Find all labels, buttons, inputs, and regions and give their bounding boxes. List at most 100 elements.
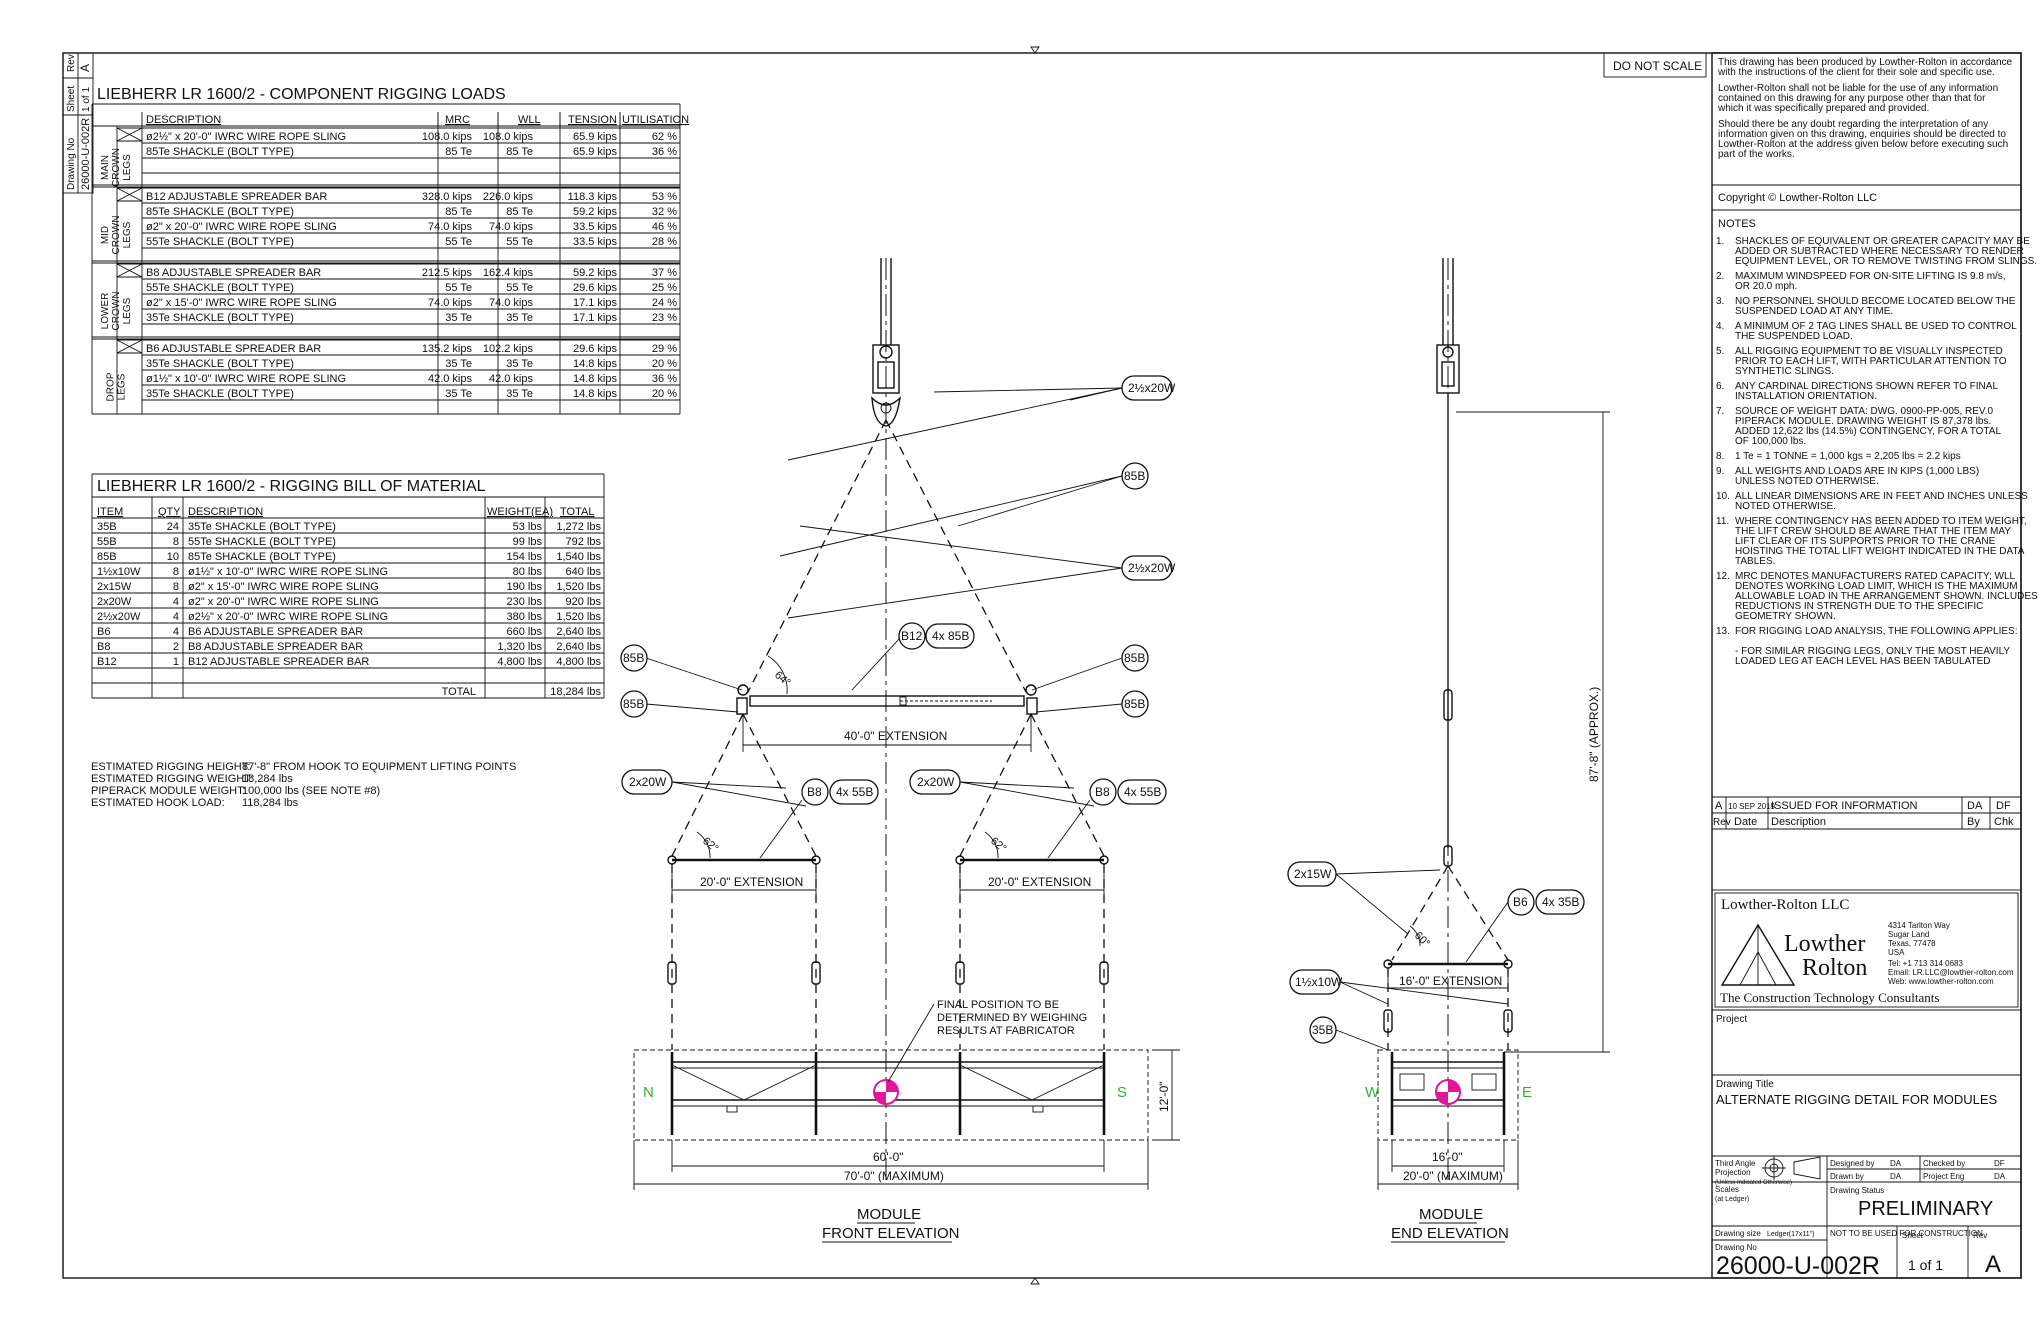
drawn-by-label: Drawn by: [1830, 1172, 1864, 1181]
bom-table-header: QTY: [158, 506, 181, 518]
component-row-value: 162.4 kips: [483, 267, 534, 279]
rev-header-rev: Rev: [1713, 817, 1731, 828]
note-line: REDUCTIONS IN STRENGTH DUE TO THE SPECIF…: [1735, 601, 1983, 612]
bom-description: ø2½" x 20'-0" IWRC WIRE ROPE SLING: [188, 611, 388, 623]
component-row-value: 20 %: [652, 358, 677, 370]
note-line: FOR RIGGING LOAD ANALYSIS, THE FOLLOWING…: [1735, 626, 2017, 637]
component-row-description: B12 ADJUSTABLE SPREADER BAR: [146, 191, 327, 203]
component-row-description: ø2½" x 20'-0" IWRC WIRE ROPE SLING: [146, 131, 346, 143]
note-line: ANY CARDINAL DIRECTIONS SHOWN REFER TO F…: [1735, 381, 1998, 392]
checked-by-value: DF: [1994, 1159, 2005, 1168]
component-row-value: 108.0 kips: [422, 131, 473, 143]
note-line: SOURCE OF WEIGHT DATA: DWG. 0900-PP-005,…: [1735, 406, 1993, 417]
component-row-value: 55 Te: [445, 236, 472, 248]
bom-description: B12 ADJUSTABLE SPREADER BAR: [188, 656, 369, 668]
note-line: OF 100,000 lbs.: [1735, 436, 1806, 447]
rev-label: Rev: [1973, 1231, 1987, 1240]
component-row-value: 55 Te: [506, 282, 533, 294]
note-line: ADDED 12,622 lbs (14.5%) CONTINGENCY, FO…: [1735, 426, 2001, 437]
estimate-height-label: ESTIMATED RIGGING HEIGHT:: [91, 761, 250, 773]
note-line: ALLOWABLE LOAD IN THE ARRANGEMENT SHOWN.…: [1735, 591, 2038, 602]
front-final-note-2: DETERMINED BY WEIGHING: [937, 1012, 1087, 1024]
project-eng-label: Project Eng: [1923, 1172, 1964, 1181]
front-ext-40: 40'-0" EXTENSION: [844, 729, 947, 743]
front-dim-70: 70'-0" (MAXIMUM): [844, 1169, 944, 1183]
note-number: 13.: [1716, 626, 1730, 637]
tag-85b-left-upper: 85B: [623, 651, 644, 665]
do-not-scale-label: DO NOT SCALE: [1613, 59, 1702, 73]
note-line: ALL WEIGHTS AND LOADS ARE IN KIPS (1,000…: [1735, 466, 1979, 477]
scales-label: Scales: [1715, 1185, 1739, 1194]
end-dim-20: 20'-0" (MAXIMUM): [1403, 1169, 1503, 1183]
bom-qty: 4: [173, 611, 179, 623]
bom-total: 2,640 lbs: [556, 626, 601, 638]
note-line: NOTED OTHERWISE.: [1735, 501, 1836, 512]
margin-sheet-label: Sheet: [66, 86, 77, 112]
component-row-description: 85Te SHACKLE (BOLT TYPE): [146, 146, 294, 158]
disclaimer-line: which it was specifically prepared and p…: [1717, 103, 1929, 114]
component-row-value: 32 %: [652, 206, 677, 218]
component-row-value: 118.3 kips: [568, 191, 618, 203]
bom-item: 55B: [97, 536, 117, 548]
component-row-value: 24 %: [652, 297, 677, 309]
note-number: 6.: [1716, 381, 1724, 392]
bom-total: 1,520 lbs: [556, 581, 601, 593]
note-number: 9.: [1716, 466, 1724, 477]
rev-row-description: ISSUED FOR INFORMATION: [1771, 800, 1918, 812]
component-row-value: 65.9 kips: [573, 146, 618, 158]
component-row-value: 74.0 kips: [489, 297, 534, 309]
revision-table: A 10 SEP 2019 ISSUED FOR INFORMATION DA …: [1712, 796, 2021, 830]
component-row-value: 28 %: [652, 236, 677, 248]
company-address-3: Texas, 77478: [1888, 939, 1936, 948]
component-row-description: 55Te SHACKLE (BOLT TYPE): [146, 236, 294, 248]
bom-total: 792 lbs: [566, 536, 602, 548]
estimate-height-value: 87'-8" FROM HOOK TO EQUIPMENT LIFTING PO…: [242, 761, 516, 773]
designed-by-value: DA: [1890, 1159, 1902, 1168]
bom-description: ø2" x 20'-0" IWRC WIRE ROPE SLING: [188, 596, 379, 608]
note-line: UNLESS NOTED OTHERWISE.: [1735, 476, 1879, 487]
rev-header-chk: Chk: [1994, 816, 2014, 828]
front-north-label: N: [643, 1084, 654, 1101]
component-row-value: 36 %: [652, 146, 677, 158]
component-row-value: 212.5 kips: [422, 267, 473, 279]
disclaimer-line: This drawing has been produced by Lowthe…: [1718, 57, 2013, 68]
tag-85b-right-lower: 85B: [1124, 697, 1145, 711]
checked-by-label: Checked by: [1923, 1159, 1965, 1168]
component-row-value: 65.9 kips: [573, 131, 618, 143]
component-table-header: DESCRIPTION: [146, 114, 221, 126]
component-row-description: B6 ADJUSTABLE SPREADER BAR: [146, 343, 321, 355]
bom-item: 1½x10W: [97, 566, 141, 578]
bom-item: 35B: [97, 521, 117, 533]
tag-25x20w-upper: 2½x20W: [1128, 381, 1176, 395]
rigging-estimates: ESTIMATED RIGGING HEIGHT: 87'-8" FROM HO…: [91, 761, 516, 809]
component-row-value: 42.0 kips: [428, 373, 473, 385]
rev-header-by: By: [1967, 816, 1980, 828]
bom-weight: 660 lbs: [507, 626, 543, 638]
bom-qty: 2: [173, 641, 179, 653]
rev-row-date: 10 SEP 2019: [1728, 802, 1776, 811]
note-line: PIPERACK MODULE. DRAWING WEIGHT IS 87,37…: [1735, 416, 1991, 427]
disclaimer-line: part of the works.: [1718, 149, 1795, 160]
bom-qty: 4: [173, 626, 179, 638]
component-row-value: 25 %: [652, 282, 677, 294]
tag-b12: B12: [901, 629, 923, 643]
component-row-value: 33.5 kips: [573, 236, 618, 248]
bom-description: 35Te SHACKLE (BOLT TYPE): [188, 521, 336, 533]
bom-total: 920 lbs: [566, 596, 602, 608]
note-number: 12.: [1716, 571, 1730, 582]
front-final-note-1: FINAL POSITION TO BE: [937, 999, 1059, 1011]
front-south-label: S: [1117, 1084, 1127, 1101]
company-address-2: Sugar Land: [1888, 930, 1929, 939]
note-line: TABLES.: [1735, 556, 1775, 567]
bom-qty: 4: [173, 596, 179, 608]
bom-description: 55Te SHACKLE (BOLT TYPE): [188, 536, 336, 548]
tag-15x10w: 1½x10W: [1295, 975, 1343, 989]
company-header: Lowther-Rolton LLC: [1721, 897, 1849, 913]
component-row-value: 85 Te: [445, 146, 472, 158]
drawing-title-label: Drawing Title: [1716, 1079, 1774, 1090]
note-number: 3.: [1716, 296, 1724, 307]
note-line: EQUIPMENT LEVEL, OR TO REMOVE TWISTING F…: [1735, 256, 2037, 267]
note-line: SUSPENDED LOAD AT ANY TIME.: [1735, 306, 1893, 317]
tag-35b: 35B: [1312, 1023, 1333, 1037]
component-row-value: 55 Te: [445, 282, 472, 294]
